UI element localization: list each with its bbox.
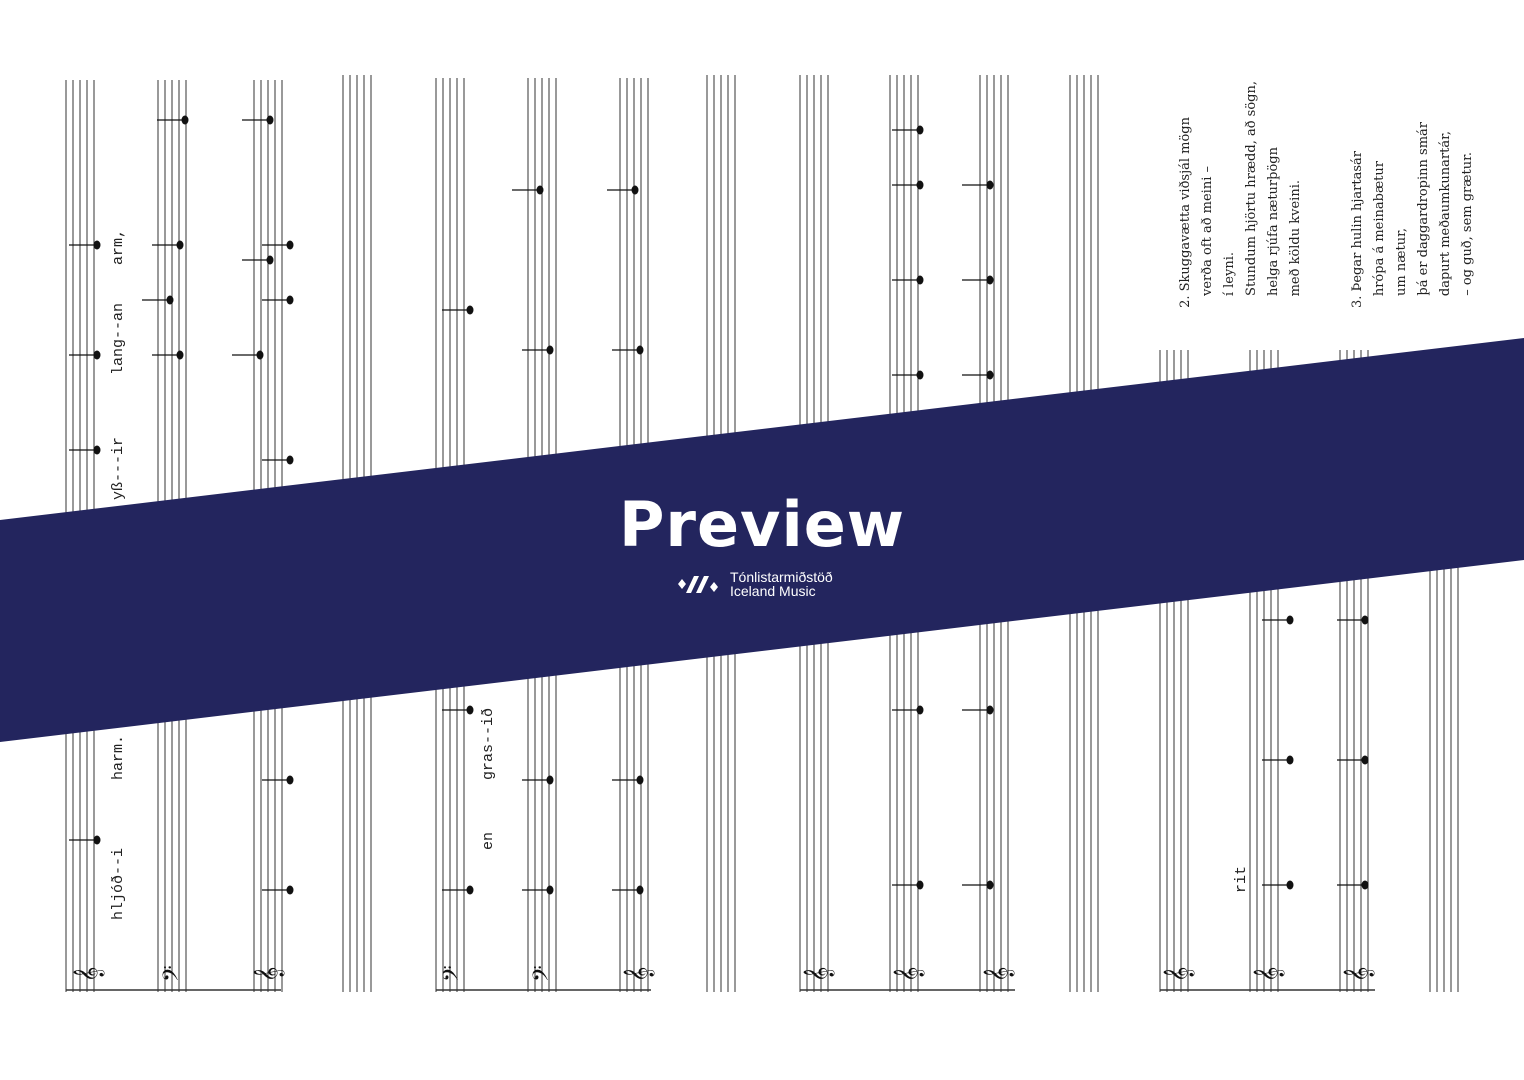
clef-icon: 𝄞: [1253, 967, 1285, 982]
clef-icon: 𝄞: [253, 967, 285, 982]
clef-icon: 𝄞: [1343, 967, 1375, 982]
clef-icon: 𝄢: [159, 965, 189, 982]
clef-icon: 𝄞: [803, 967, 835, 982]
clef-icon: 𝄞: [73, 967, 105, 982]
clef-icon: 𝄢: [529, 965, 559, 982]
clef-icon: 𝄞: [983, 967, 1015, 982]
clef-icon: 𝄞: [1163, 967, 1195, 982]
preview-title: Preview: [618, 488, 906, 561]
iceland-music-logo: Tónlistarmiðstöð Iceland Music: [676, 570, 833, 598]
logo-line-1: Tónlistarmiðstöð: [730, 569, 833, 585]
clef-icon: 𝄢: [439, 965, 469, 982]
logo-mark-icon: [678, 576, 718, 593]
clef-icon: 𝄞: [893, 967, 925, 982]
logo-line-2: Iceland Music: [730, 583, 816, 599]
clef-icon: 𝄞: [623, 967, 655, 982]
